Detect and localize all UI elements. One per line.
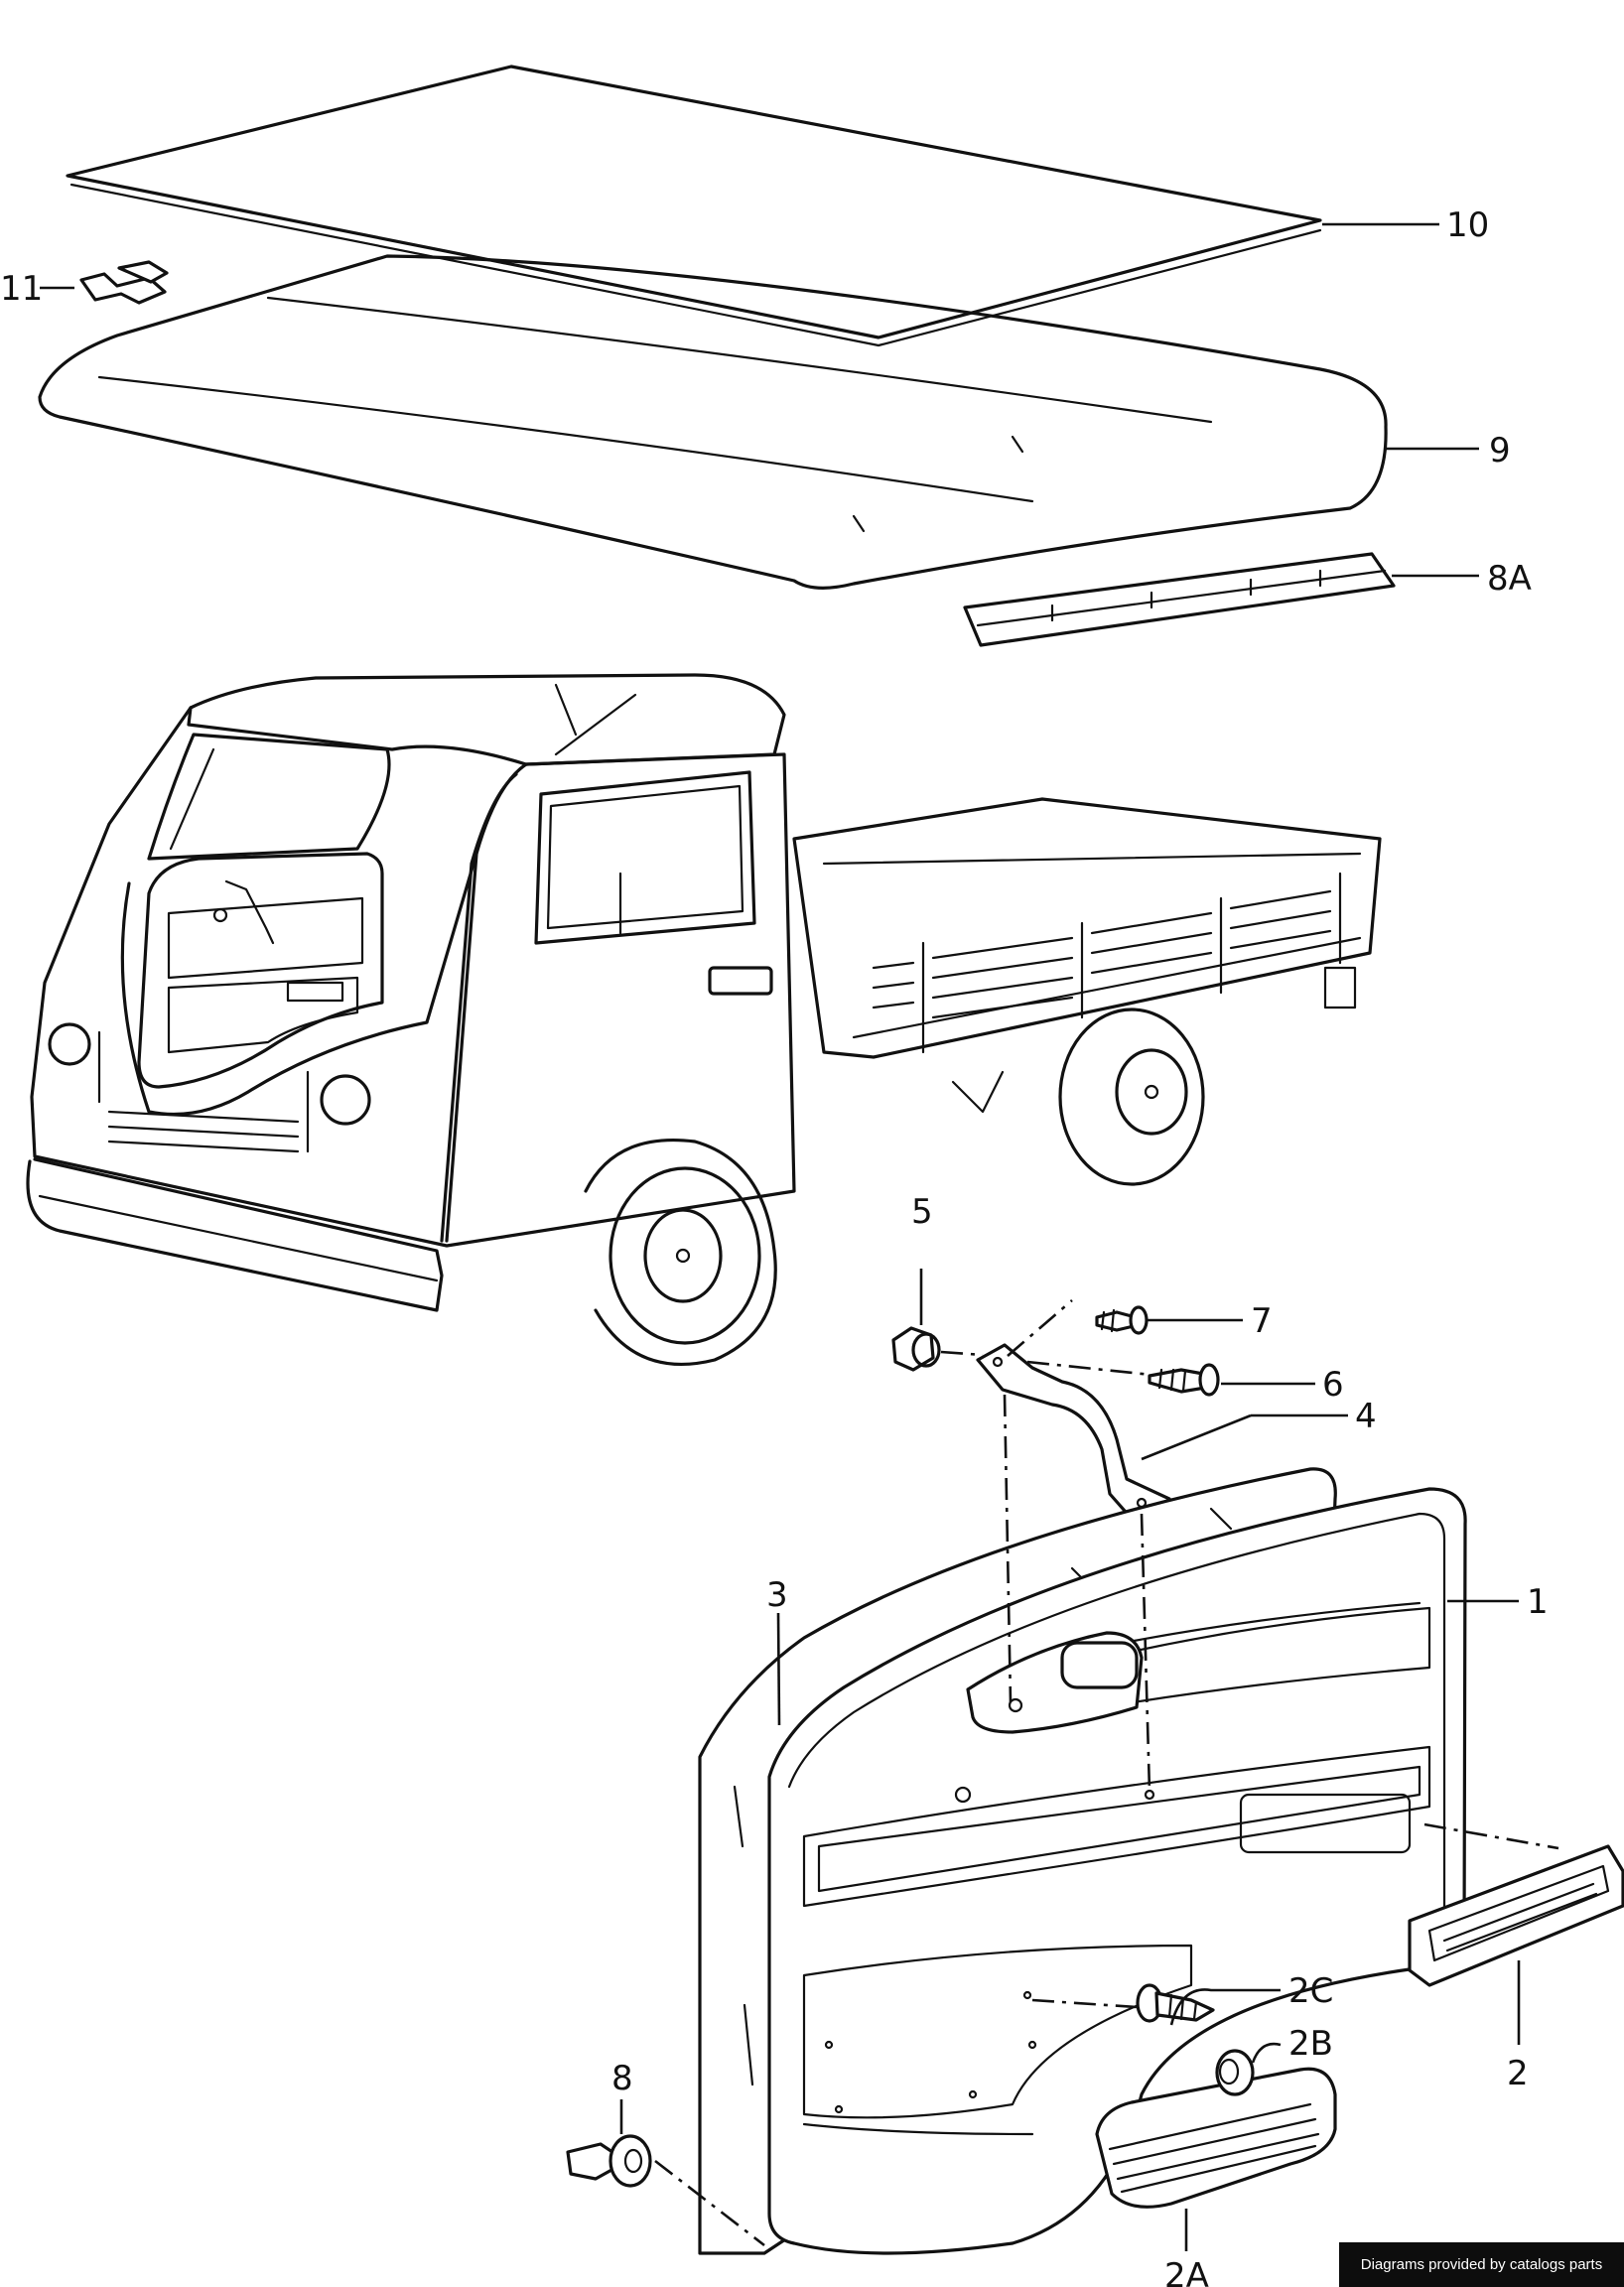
credit-footer: Diagrams provided by catalogs parts [1339, 2242, 1624, 2287]
callout-8A: 8A [1487, 559, 1532, 599]
callout-2C: 2C [1288, 1971, 1333, 2011]
callout-5: 5 [911, 1192, 933, 1232]
screw-part-2C [1136, 1983, 1215, 2023]
callout-4: 4 [1355, 1397, 1377, 1436]
cap-part-2B [1215, 2049, 1255, 2096]
truck-illustration [26, 673, 1382, 1367]
screw-part-6 [1148, 1363, 1220, 1397]
nut-part-5 [891, 1326, 941, 1372]
callout-9: 9 [1489, 431, 1511, 471]
screw-part-7 [1095, 1305, 1149, 1335]
clip-part-11 [79, 260, 169, 305]
headliner-part-9 [38, 254, 1388, 590]
air-vent-part-2 [1408, 1844, 1624, 1987]
door-trim-panel-part-1 [767, 1487, 1467, 2255]
callout-10: 10 [1446, 205, 1489, 245]
credit-text: Diagrams provided by catalogs parts [1360, 2256, 1603, 2273]
callout-8: 8 [611, 2059, 633, 2098]
callout-7: 7 [1251, 1301, 1273, 1341]
callout-labels: 10 11 9 8A 5 7 6 4 3 1 2C 2B 8 2 2A [0, 205, 1549, 2287]
callout-6: 6 [1322, 1365, 1344, 1405]
callout-11: 11 [0, 269, 43, 309]
armrest-pad-part-2A [1095, 2067, 1337, 2209]
trim-strip-part-8A [963, 552, 1396, 647]
leader-lines [40, 222, 1521, 2251]
callout-2A: 2A [1164, 2256, 1209, 2287]
clip-part-8 [566, 2134, 652, 2188]
callout-2B: 2B [1288, 2024, 1333, 2064]
assembly-guide-lines [654, 1299, 1559, 2247]
callout-2: 2 [1507, 2054, 1529, 2093]
insulation-mat-part-10 [66, 65, 1322, 347]
callout-3: 3 [766, 1575, 788, 1615]
callout-1: 1 [1527, 1582, 1549, 1622]
